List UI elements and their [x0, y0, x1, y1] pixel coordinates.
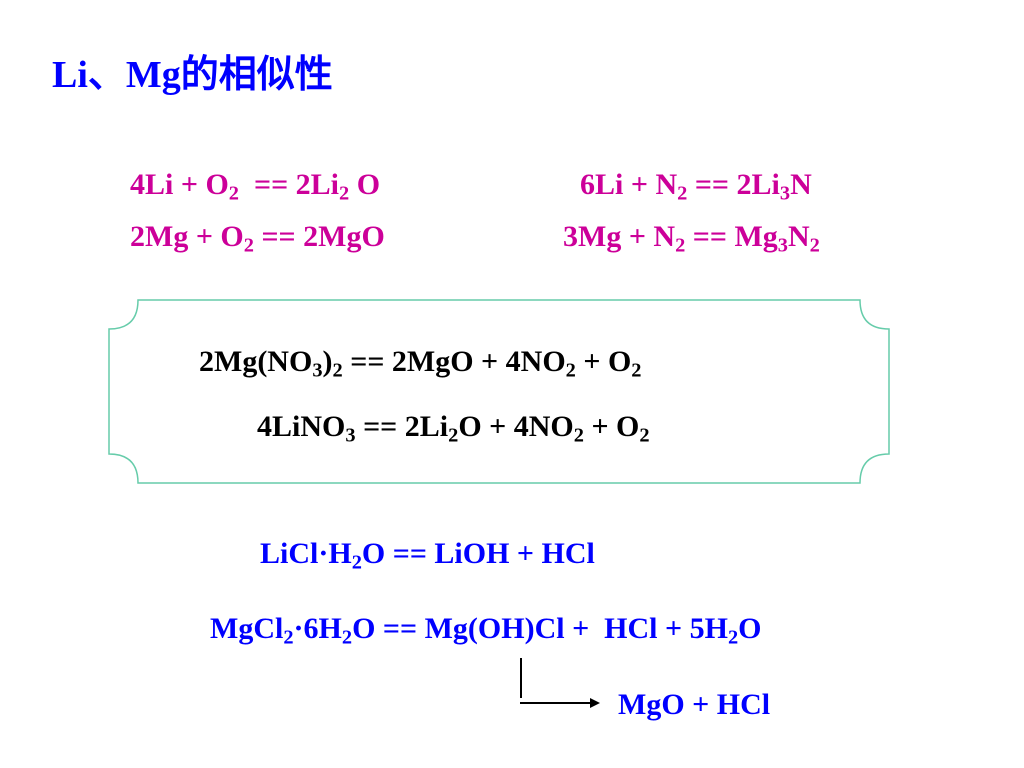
formula-text: O == LiOH + HCl — [361, 537, 595, 570]
page-title: Li、Mg的相似性 — [52, 54, 333, 96]
equation-mg-nitrogen: 3Mg + N2 == Mg3N2 — [563, 220, 820, 256]
subscript: 2 — [341, 626, 353, 649]
subscript: 2 — [565, 359, 576, 382]
formula-text: MgCl — [210, 612, 284, 645]
formula-text: O == Mg(OH)Cl + HCl + 5H — [352, 612, 728, 645]
formula-text: 4LiNO — [257, 410, 346, 443]
subscript: 2 — [448, 424, 459, 447]
formula-text: 4Li + O — [130, 168, 229, 201]
plaque-frame — [108, 299, 890, 484]
subscript: 2 — [243, 234, 254, 257]
formula-text: == 2MgO — [253, 220, 385, 253]
subscript: 2 — [339, 182, 350, 205]
subscript: 2 — [631, 359, 642, 382]
formula-text: == 2Li — [687, 168, 780, 201]
equation-li-nitrate-decomposition: 4LiNO3 == 2Li2O + 4NO2 + O2 — [257, 410, 650, 446]
subscript: 2 — [809, 234, 820, 257]
formula-text: 3Mg + N — [563, 220, 676, 253]
formula-text: == Mg — [685, 220, 778, 253]
subscript: 2 — [639, 424, 650, 447]
subscript: 3 — [779, 182, 791, 205]
formula-text: O — [738, 612, 762, 645]
formula-text: == 2Li — [238, 168, 340, 201]
subscript: 2 — [228, 182, 239, 205]
equation-mgcl2-hydrolysis: MgCl2·6H2O == Mg(OH)Cl + HCl + 5H2O — [210, 612, 762, 648]
subscript: 2 — [675, 234, 686, 257]
formula-text: MgO + HCl — [618, 688, 771, 721]
equation-li-nitrogen: 6Li + N2 == 2Li3N — [580, 168, 812, 204]
subscript: 2 — [351, 551, 362, 574]
equation-mg-oxygen: 2Mg + O2 == 2MgO — [130, 220, 385, 256]
subscript: 3 — [777, 234, 788, 257]
formula-text: == 2Li — [355, 410, 449, 443]
subscript: 3 — [345, 424, 356, 447]
equation-mgo-product: MgO + HCl — [618, 690, 770, 720]
subscript: 2 — [332, 359, 343, 382]
reaction-arrow-icon — [520, 698, 600, 708]
formula-text: LiCl·H — [260, 537, 352, 570]
equation-licl-hydrolysis: LiCl·H2O == LiOH + HCl — [260, 537, 595, 573]
subscript: 3 — [312, 359, 323, 382]
formula-text: + O — [575, 345, 632, 378]
formula-text: ) — [322, 345, 333, 378]
formula-text: 2Mg + O — [130, 220, 244, 253]
formula-text: 6Li + N — [580, 168, 678, 201]
equation-mg-nitrate-decomposition: 2Mg(NO3)2 == 2MgO + 4NO2 + O2 — [199, 345, 642, 381]
reaction-branch-line — [520, 658, 522, 698]
formula-text: N — [790, 168, 812, 201]
formula-text: 2Mg(NO — [199, 345, 313, 378]
subscript: 2 — [283, 626, 294, 649]
formula-text: N — [788, 220, 810, 253]
formula-text: O + 4NO — [458, 410, 574, 443]
equation-li-oxygen: 4Li + O2 == 2Li2 O — [130, 168, 381, 204]
formula-text: == 2MgO + 4NO — [342, 345, 566, 378]
subscript: 2 — [573, 424, 584, 447]
formula-text: O — [349, 168, 381, 201]
formula-text: ·6H — [293, 612, 342, 645]
formula-text: + O — [583, 410, 640, 443]
subscript: 2 — [727, 626, 739, 649]
subscript: 2 — [677, 182, 688, 205]
